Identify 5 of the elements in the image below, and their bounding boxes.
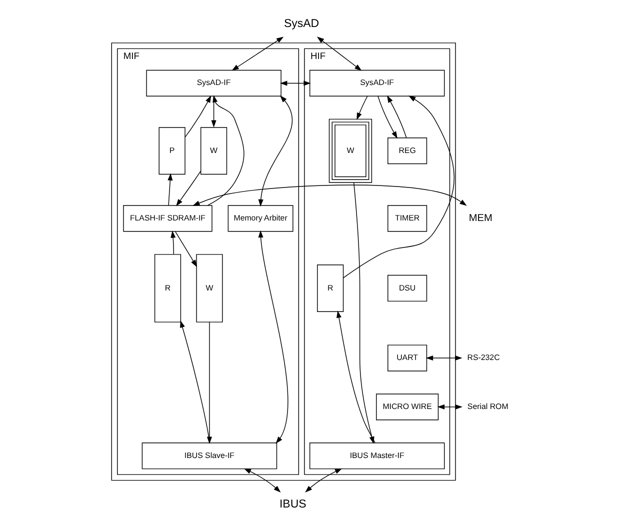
node-text: IBUS [278, 498, 306, 511]
node-text: RS-232C [466, 353, 500, 362]
node-text: MEM [468, 213, 492, 224]
node-text: SysAD [283, 18, 319, 30]
node-text: Serial ROM [466, 402, 508, 411]
